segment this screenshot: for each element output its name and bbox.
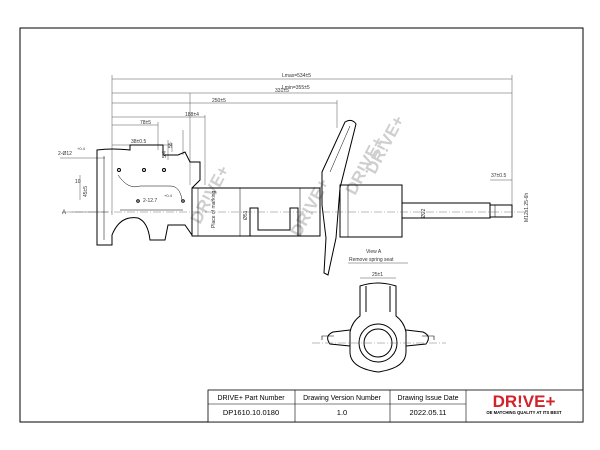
dim-5-4: 5.4: [162, 151, 168, 158]
label-place-of-marking: Place of marking: [211, 191, 217, 228]
length-dimensions: [111, 75, 513, 215]
dim-55: 55: [168, 142, 174, 148]
dim-78: 78±5: [140, 120, 151, 126]
watermark-group: DR!VE+ DR!VE+ DR!VE+ DR!VE+: [187, 112, 408, 239]
dim-2phi12: 2-Ø12: [58, 151, 72, 157]
dim-37: 37±0.5: [491, 173, 506, 179]
dim-10: 10: [75, 179, 81, 185]
dim-2phi12-tol: +0.4: [77, 146, 86, 151]
dim-250: 250±5: [212, 98, 226, 104]
knuckle-end-view: [321, 277, 435, 373]
view-subtitle: Remove spring seat: [349, 257, 394, 263]
dim-25: 25±1: [372, 272, 383, 278]
dim-lmax: Lmax=534±5: [282, 73, 311, 79]
dim-45: 45±5: [83, 186, 89, 197]
dim-2-12-7-tol: +0.4: [164, 193, 173, 198]
dim-188: 188±4: [185, 112, 199, 118]
tb-header-version: Drawing Version Number: [303, 395, 381, 402]
tb-part-number: DP1610.10.0180: [223, 408, 279, 417]
watermark: DR!VE+: [187, 162, 233, 226]
dim-lmin: Lmin=355±5: [282, 85, 310, 91]
tb-header-part-number: DRIVE+ Part Number: [217, 395, 285, 402]
label-a-left: A: [62, 210, 66, 216]
dim-331: 331±5: [275, 88, 289, 94]
brand-tagline: OE MATCHING QUALITY AT ITS BEST: [486, 410, 562, 415]
dim-2-12-7: 2-12.7: [143, 198, 157, 204]
tb-header-issue-date: Drawing Issue Date: [397, 395, 458, 402]
strut-side-view: [96, 119, 513, 276]
tb-issue-date: 2022.05.11: [410, 408, 447, 417]
dim-38: 38±0.5: [131, 139, 146, 145]
dim-m12: M12x1.25-6h: [524, 193, 530, 222]
dim-phi51: Ø51: [243, 210, 249, 220]
dim-phi22: Ø22: [421, 208, 427, 218]
tb-version: 1.0: [337, 408, 347, 417]
title-block: [207, 389, 584, 423]
brand-logo: DR!VE+: [493, 392, 556, 411]
view-title: View A: [366, 249, 382, 255]
